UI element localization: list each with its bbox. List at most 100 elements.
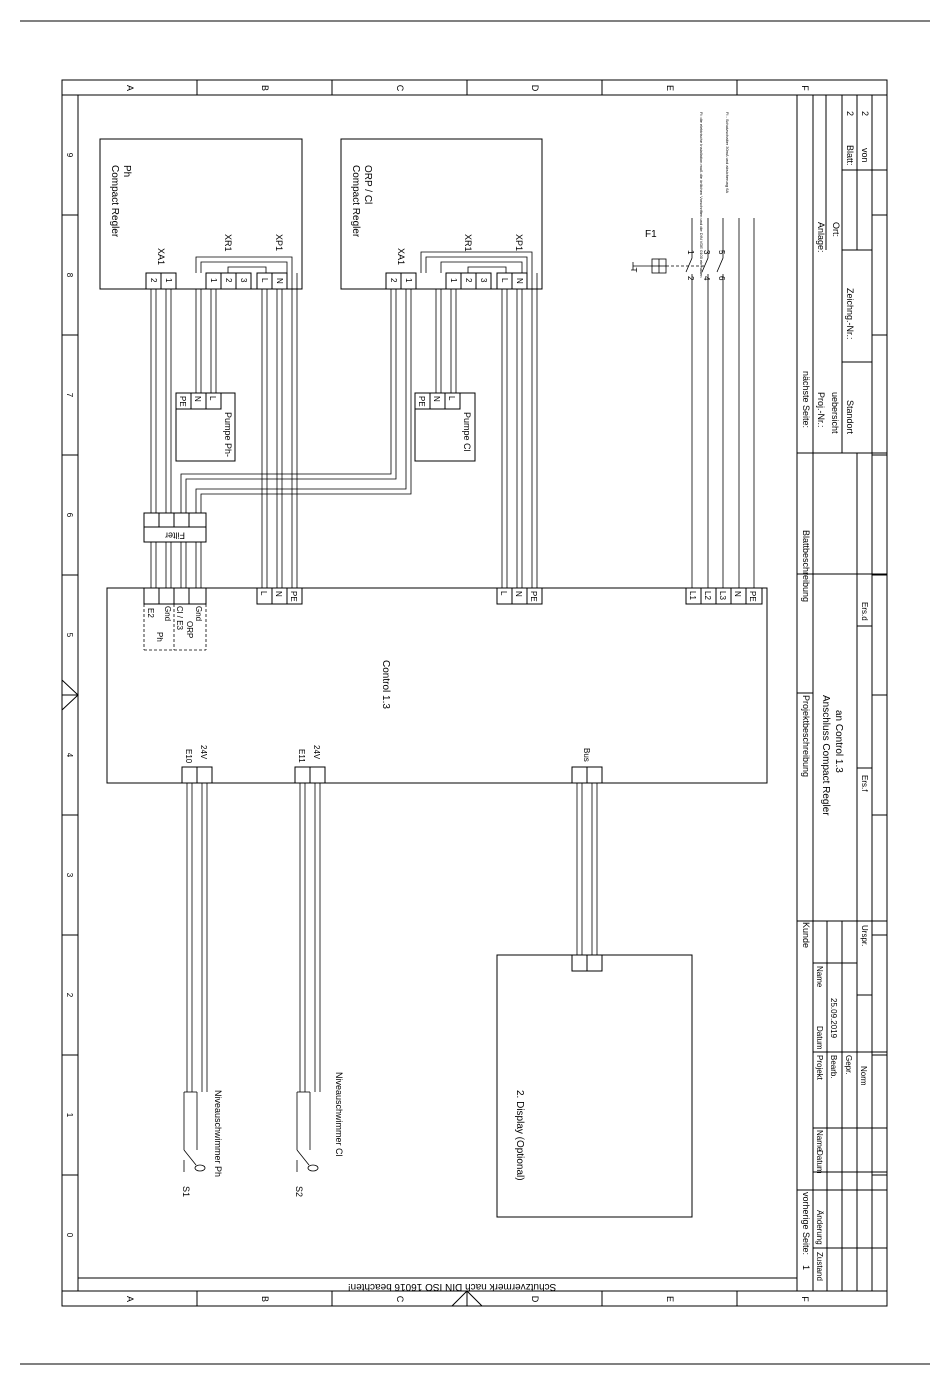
date-value: 25.09.2019 (829, 998, 838, 1039)
compact-ph-title: Compact Regler (109, 165, 120, 238)
terminal-label: 1 (164, 278, 173, 283)
wires-pump-cl (435, 289, 457, 393)
terminal-label: Gnd (194, 606, 203, 621)
terminal-label: Ph (155, 632, 164, 642)
protection-note: Schutzvermerk nach DIN ISO 16016 beachte… (348, 1281, 556, 1292)
compact-orp-subtitle: ORP / Cl (362, 165, 373, 204)
column-dividers (196, 80, 738, 1306)
terminal-label: 3 (702, 250, 711, 255)
wires-filter-control (150, 542, 202, 588)
vorherige-seite: vorherige Seite: (801, 1192, 811, 1255)
standort: Standort (845, 400, 855, 435)
terminal-label: 5 (717, 250, 726, 255)
terminal-label: 3 (479, 278, 488, 283)
wires-float-ph (186, 783, 208, 1092)
terminal-label: 1 (686, 250, 695, 255)
left-center-mark (61, 679, 79, 711)
terminal-label: L (208, 396, 217, 401)
breaker-f1: F1 T 2 1 4 3 6 5 Fi: die elektrische Ins… (629, 112, 755, 588)
terminal-label: L2 (703, 591, 712, 600)
pump-cl: PE N L Pumpe Cl (414, 392, 476, 462)
control-unit: Control 1.3 E2 Ph Gnd Cl / E3 ORP Gnd L … (106, 587, 768, 784)
terminal-label: E10 (184, 749, 193, 764)
terminal-label: 2 (686, 276, 695, 281)
terminal-label: Änderung (815, 1210, 824, 1245)
col-label-bottom: D (530, 1296, 540, 1303)
terminal-label: E11 (297, 749, 306, 763)
von-value: 2 (860, 111, 870, 116)
compact-regler-ph: Compact Regler Ph XA1 XR1 XP1 2 1 1 2 3 … (99, 138, 303, 290)
naechste-seite: nächste Seite: (801, 371, 811, 428)
row-label: 0 (65, 1233, 74, 1238)
terminal-label: 24V (312, 745, 321, 760)
row-label: 3 (65, 873, 74, 878)
s1-label: S1 (181, 1186, 191, 1197)
control-label: Control 1.3 (380, 660, 391, 709)
terminal-label: PE (417, 396, 426, 407)
kunde: Kunde (801, 922, 811, 948)
terminal-label: N (733, 591, 742, 597)
terminal-label: Name (815, 966, 824, 988)
s2-label: S2 (294, 1186, 304, 1197)
compact-ph-subtitle: Ph (121, 165, 132, 177)
pump-cl-label: Pumpe Cl (462, 412, 472, 452)
terminal-label: L3 (718, 591, 727, 600)
terminal-label: ORP (185, 621, 194, 638)
terminal-label: N (274, 591, 283, 597)
terminal-label: 3 (239, 278, 248, 283)
col-label-top: F (800, 85, 810, 91)
proj-nr: Proj.-Nr.: (816, 392, 826, 428)
compact-regler-orp: Compact Regler ORP / Cl XA1 XR1 XP1 2 1 … (340, 138, 543, 290)
col-label-top: B (260, 85, 270, 91)
project-title-1: Anschluss Compact Regler (820, 695, 831, 816)
row-label: 6 (65, 513, 74, 518)
terminal-label: PE (178, 396, 187, 407)
f1-label: F1 (645, 229, 657, 240)
terminal-label: N (515, 278, 524, 284)
col-label-top: D (530, 85, 540, 92)
xa1-label: XA1 (396, 248, 406, 265)
xa1-label: XA1 (156, 248, 166, 265)
float-ph-label: Niveauschwimmer Ph (213, 1090, 223, 1177)
terminal-label: Gepr. (844, 1055, 853, 1075)
terminal-label: L (259, 591, 268, 596)
wires-mains-ph (261, 273, 298, 588)
terminal-label: PE (748, 591, 757, 602)
col-label-bottom: E (665, 1296, 675, 1302)
terminal-label: 1 (404, 278, 413, 283)
blatt: Blatt: (845, 145, 855, 166)
wires-signal (150, 289, 412, 513)
float-cl-label: Niveauschwimmer Cl (334, 1072, 344, 1157)
terminal-label: Bearb. (829, 1055, 838, 1079)
pump-ph: PE N L Pumpe Ph- (175, 392, 236, 462)
xp1-label: XP1 (274, 234, 284, 251)
zeichng-nr: Zeichng.-Nr.: (845, 288, 855, 340)
row-label: 9 (65, 153, 74, 158)
terminal-label: Cl / E3 (175, 606, 184, 631)
terminal-label: L (447, 396, 456, 401)
terminal-label: N (193, 396, 202, 402)
terminal-label: 1 (209, 278, 218, 283)
uebersicht: uebersicht (830, 392, 840, 434)
wires-pump-ph (195, 289, 217, 393)
terminal-label: PE (289, 591, 298, 602)
terminal-label: 2 (389, 278, 398, 283)
terminal-label: 4 (702, 276, 711, 281)
anlage: Anlage: (816, 222, 826, 253)
col-label-bottom: F (800, 1296, 810, 1302)
outer-frame (61, 79, 888, 1307)
terminal-label: Datum (815, 1026, 824, 1050)
terminal-label: E2 (146, 608, 155, 618)
row-label: 8 (65, 273, 74, 278)
row-label: 7 (65, 393, 74, 398)
terminal-label: Gnd (163, 606, 172, 621)
f1-note: Fi: die elektrische Installation muß die… (699, 112, 704, 277)
title-block: nächste Seite: Blattbeschreibung Projekt… (796, 95, 887, 1291)
blatt-value: 2 (845, 111, 855, 116)
float-switch-s2: S2 Niveauschwimmer Cl (294, 1072, 344, 1197)
terminal-label: 2 (224, 278, 233, 283)
terminal-label: 1 (449, 278, 458, 283)
terminal-label: Zustand (815, 1252, 824, 1281)
display-label: 2. Display (Optional) (514, 1090, 525, 1181)
terminal-label: 24V (199, 745, 208, 760)
